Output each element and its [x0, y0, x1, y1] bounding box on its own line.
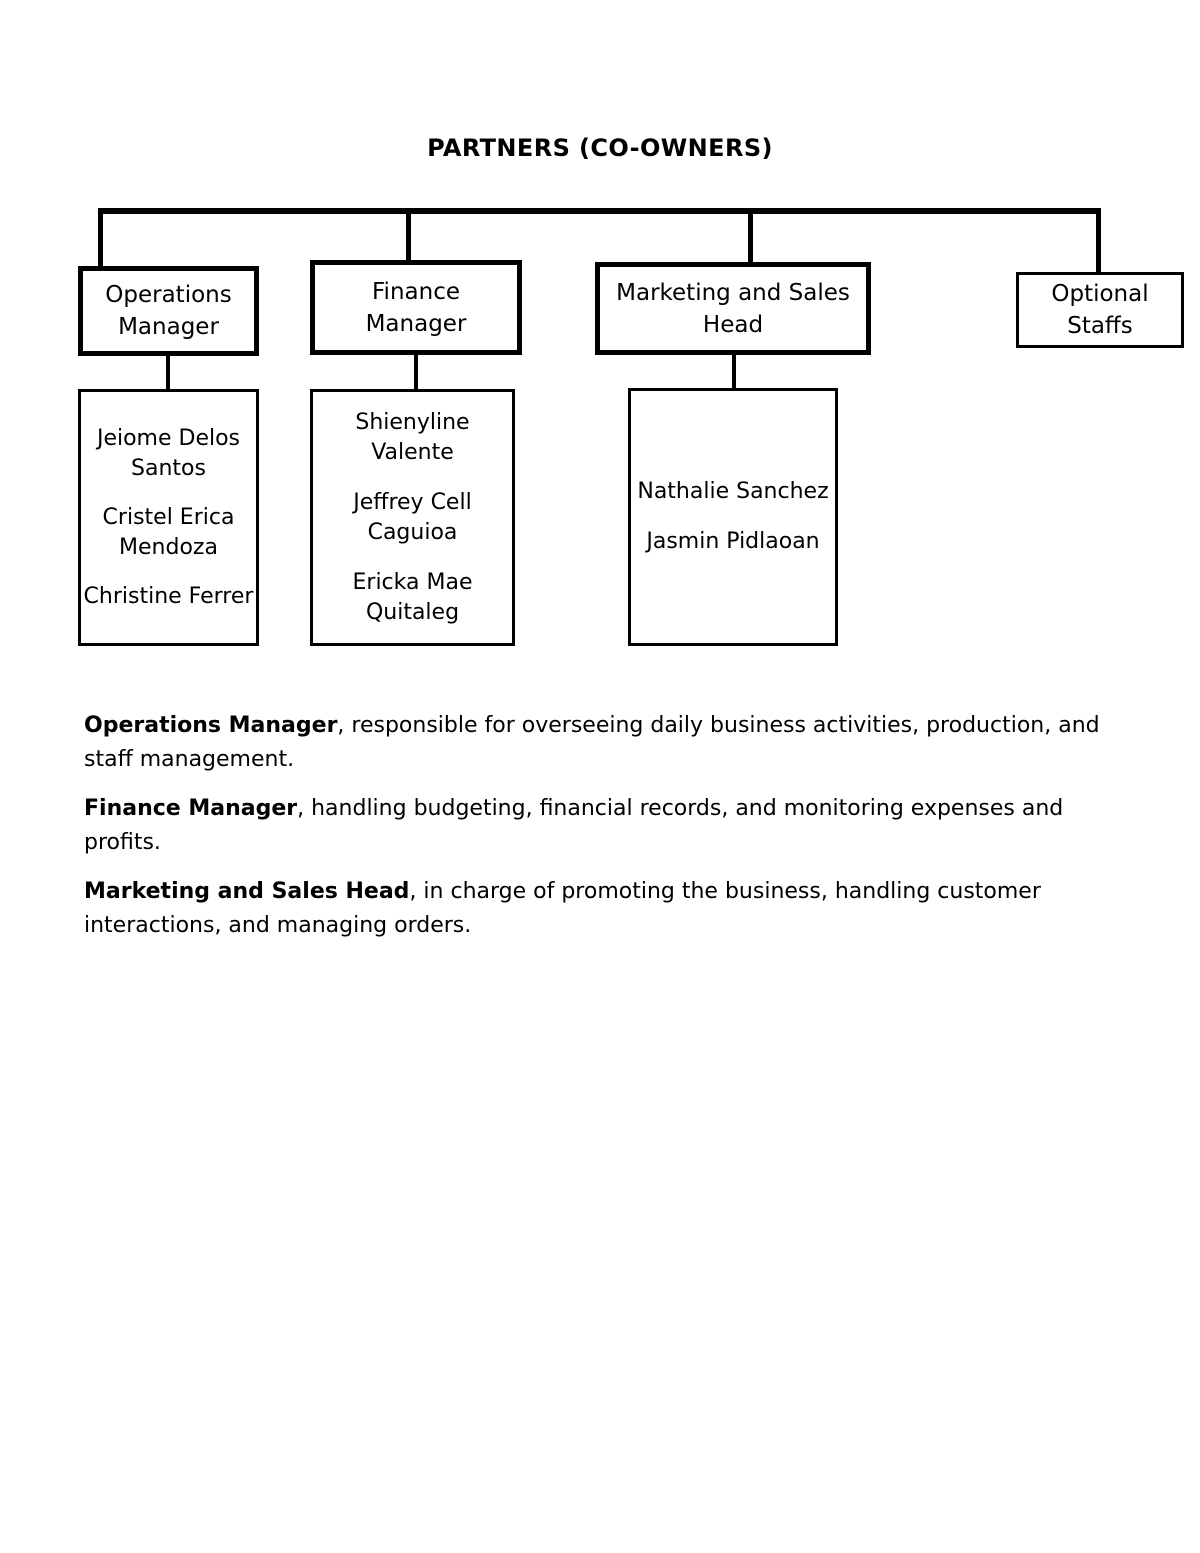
list-item: Jeffrey Cell Caguioa [353, 489, 472, 545]
list-item: Nathalie Sanchez [637, 479, 829, 504]
node-marketing-head-line1: Marketing and Sales [616, 279, 850, 306]
description-body: , responsible for overseeing daily busin… [84, 713, 1100, 772]
list-item: Cristel Erica Mendoza [102, 504, 235, 560]
node-finance-manager[interactable]: Finance Manager [310, 260, 522, 355]
node-operations-manager-line1: Operations [105, 282, 232, 308]
connector-drop-optional [1096, 208, 1101, 274]
node-finance-manager-line1: Finance [372, 278, 460, 305]
role-descriptions: Operations Manager, responsible for over… [84, 709, 1138, 943]
connector-drop-marketing [748, 208, 753, 268]
description-marketing-and-sales-head: Marketing and Sales Head, in charge of p… [84, 875, 1138, 943]
description-body: , in charge of promoting the business, h… [84, 879, 1041, 938]
node-optional-staffs-line1: Optional [1051, 281, 1149, 307]
node-optional-staffs[interactable]: Optional Staffs [1016, 272, 1184, 348]
node-optional-staffs-line2: Staffs [1067, 313, 1133, 339]
description-body: , handling budgeting, financial records,… [84, 796, 1064, 855]
description-role-label: Marketing and Sales Head [84, 879, 410, 904]
node-operations-manager-line2: Manager [118, 314, 219, 340]
connector-marketing-to-staff [732, 355, 736, 388]
list-item: Ericka Mae Quitaleg [352, 569, 473, 625]
node-finance-manager-line2: Manager [365, 310, 467, 337]
connector-drop-finance [406, 208, 411, 268]
node-operations-manager[interactable]: Operations Manager [78, 266, 259, 356]
staff-box-operations[interactable]: Jeiome Delos Santos Cristel Erica Mendoz… [78, 389, 259, 646]
node-marketing-head-line2: Head [702, 311, 764, 338]
staff-box-finance[interactable]: Shienyline Valente Jeffrey Cell Caguioa … [310, 389, 515, 646]
list-item: Jasmin Pidlaoan [646, 529, 820, 554]
list-item: Jeiome Delos Santos [96, 425, 241, 481]
connector-operations-to-staff [166, 355, 170, 389]
connector-finance-to-staff [414, 355, 418, 389]
description-role-label: Operations Manager [84, 713, 338, 738]
connector-horizontal-trunk [98, 208, 1101, 214]
description-operations-manager: Operations Manager, responsible for over… [84, 709, 1138, 777]
connector-drop-operations [98, 208, 103, 268]
list-item: Christine Ferrer [83, 583, 254, 609]
description-finance-manager: Finance Manager, handling budgeting, fin… [84, 792, 1138, 860]
list-item: Shienyline Valente [355, 409, 470, 465]
staff-box-marketing[interactable]: Nathalie Sanchez Jasmin Pidlaoan [628, 388, 838, 646]
description-role-label: Finance Manager [84, 796, 298, 821]
node-marketing-and-sales-head[interactable]: Marketing and Sales Head [595, 262, 871, 355]
page-title: PARTNERS (CO-OWNERS) [427, 134, 773, 162]
